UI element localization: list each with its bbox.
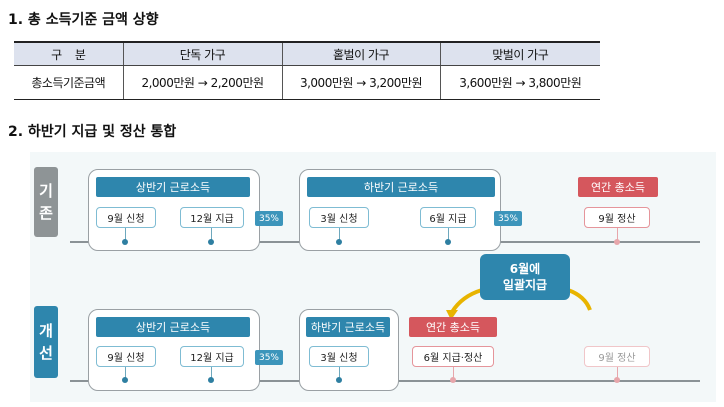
table-header: 맞벌이 가구	[439, 41, 600, 66]
connector-line	[125, 228, 126, 240]
mar-apply-box: 3월 신청	[309, 346, 369, 367]
dec-pay-box: 12월 지급	[180, 207, 244, 228]
first-half-bar: 상반기 근로소득	[96, 317, 250, 337]
pct-badge: 35%	[494, 211, 522, 226]
after-tag: 개 선	[34, 306, 58, 378]
connector-line	[211, 228, 212, 240]
after-tag-char: 개	[39, 322, 53, 340]
connector-line	[617, 367, 618, 379]
connector-line	[125, 367, 126, 379]
before-tag-char: 존	[39, 204, 53, 222]
connector-line	[453, 367, 454, 379]
before-tag: 기 존	[34, 167, 58, 237]
table-header: 홑벌이 가구	[281, 41, 440, 66]
sep-apply-box: 9월 신청	[96, 207, 156, 228]
section-heading-1: 1. 총 소득기준 금액 상향	[8, 12, 159, 28]
timeline-dot	[208, 239, 214, 245]
table-header: 구 분	[14, 41, 123, 66]
section-heading-2: 2. 하반기 지급 및 정산 통합	[8, 124, 177, 140]
dec-pay-box: 12월 지급	[180, 346, 244, 367]
sep-settle-box-faded: 9월 정산	[584, 346, 650, 367]
second-half-bar: 하반기 근로소득	[306, 317, 390, 337]
timeline-dot	[614, 239, 620, 245]
sep-apply-box: 9월 신청	[96, 346, 156, 367]
timeline-dot	[445, 239, 451, 245]
bubble-line: 6월에	[509, 262, 541, 276]
after-tag-char: 선	[39, 344, 53, 362]
sep-settle-box: 9월 정산	[584, 207, 650, 228]
timeline-dot	[208, 377, 214, 383]
timeline-dot	[336, 377, 342, 383]
table-row: 총소득기준금액 2,000만원 → 2,200만원 3,000만원 → 3,20…	[14, 65, 600, 100]
connector-line	[448, 228, 449, 240]
table-cell: 총소득기준금액	[14, 65, 123, 100]
table-header: 단독 가구	[122, 41, 282, 66]
table-cell: 3,600만원 → 3,800만원	[439, 65, 600, 100]
connector-line	[339, 228, 340, 240]
timeline-dot	[336, 239, 342, 245]
pct-badge: 35%	[255, 211, 283, 226]
annual-total-bar: 연간 총소득	[578, 177, 658, 197]
jun-pay-settle-box: 6월 지급·정산	[412, 346, 494, 367]
timeline-dot	[122, 239, 128, 245]
timeline-dot	[614, 377, 620, 383]
connector-line	[339, 367, 340, 379]
table-cell: 3,000만원 → 3,200만원	[281, 65, 440, 100]
jun-pay-box: 6월 지급	[420, 207, 476, 228]
timeline-dot	[450, 377, 456, 383]
connector-line	[211, 367, 212, 379]
second-half-bar: 하반기 근로소득	[307, 177, 495, 197]
before-tag-char: 기	[39, 182, 53, 200]
merge-bubble: 6월에 일괄지급	[480, 254, 570, 300]
table-cell: 2,000만원 → 2,200만원	[122, 65, 282, 100]
timeline-dot	[122, 377, 128, 383]
table-header-row: 구 분 단독 가구 홑벌이 가구 맞벌이 가구	[14, 41, 600, 66]
connector-line	[617, 228, 618, 240]
income-threshold-table: 구 분 단독 가구 홑벌이 가구 맞벌이 가구 총소득기준금액 2,000만원 …	[14, 41, 600, 100]
bubble-line: 일괄지급	[502, 278, 548, 292]
annual-total-bar: 연간 총소득	[409, 317, 497, 337]
first-half-bar: 상반기 근로소득	[96, 177, 250, 197]
pct-badge: 35%	[255, 350, 283, 365]
mar-apply-box: 3월 신청	[309, 207, 369, 228]
